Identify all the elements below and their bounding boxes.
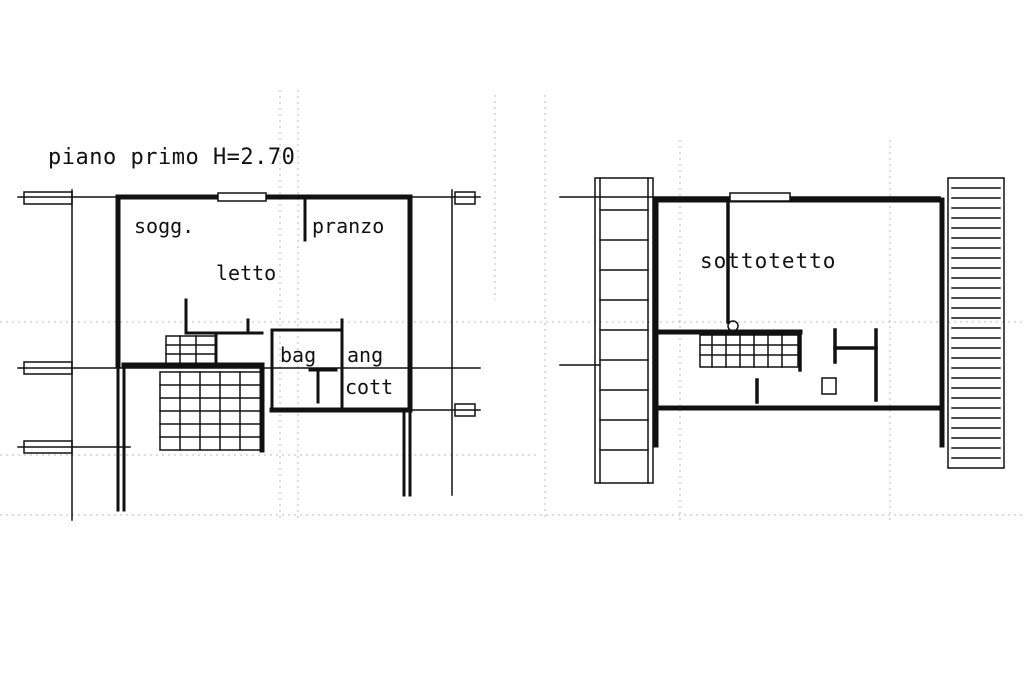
room-label-bag: bag [280,343,317,367]
room-label-ang: ang [347,343,384,367]
room-label-sogg: sogg. [134,214,195,238]
room-label-sottotetto: sottotetto [700,249,837,273]
room-label-pranzo: pranzo [312,214,385,238]
right-plan [559,177,1005,484]
room-label-cott: cott [345,375,394,399]
faint-grid-lines [0,90,1024,520]
plan-title: piano primo H=2.70 [48,145,296,170]
left-plan [17,189,481,521]
room-label-letto: letto [216,261,277,285]
